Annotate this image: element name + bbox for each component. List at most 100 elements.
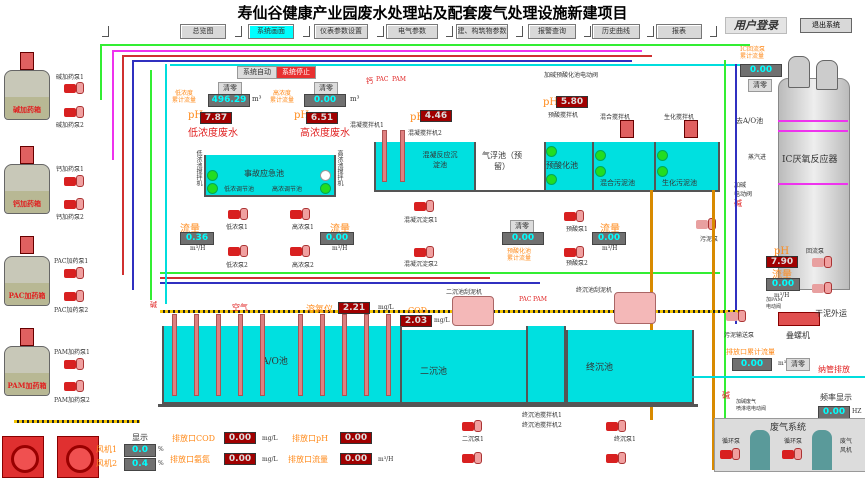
screw-press-label: 叠螺机 [786,331,810,340]
outlet-zero-button[interactable]: 清零 [786,358,810,371]
pump-icon[interactable] [64,358,84,370]
pump-icon[interactable] [64,380,84,392]
unit-label: % [158,446,164,453]
tank-icon: PAM加药箱 [4,346,50,396]
scrubber-tower-icon [750,430,770,470]
secondary-tank [400,330,528,404]
fan2-icon[interactable] [57,436,99,478]
pump-icon[interactable] [462,420,482,432]
pump-icon[interactable] [720,448,740,460]
display-label: 显示 [132,433,148,442]
coagulation-tank [374,142,478,192]
tab-alarm-query[interactable]: 报警查询 [528,24,576,39]
pump-label: 预酸泵1 [566,226,588,233]
pump-icon[interactable] [606,452,626,464]
unit-label: mg/L [378,304,394,311]
pump-icon[interactable] [64,175,84,187]
cod-label: COD [408,306,428,315]
pump-icon[interactable] [414,246,434,258]
level-high-indicator [595,150,606,161]
ic-baffle [778,183,848,185]
pump-icon[interactable] [64,267,84,279]
pam-valve-label: PAM [392,76,406,83]
pump-label: PAC加药泵2 [54,307,89,314]
pump-icon[interactable] [564,210,584,222]
scraper-motor-icon [452,296,494,326]
discharge-cod-value: 0.00 [224,432,256,444]
pump-icon[interactable] [726,310,746,322]
tab-history-curve[interactable]: 历史曲线 [592,24,640,39]
discharge-pipe [690,376,865,378]
ic-reflux-pipe [170,64,750,66]
unit-label: mg/L [262,456,278,463]
exit-system-button[interactable]: 退出系统 [800,18,852,33]
pump-icon[interactable] [812,256,832,268]
pump-icon[interactable] [64,82,84,94]
mixer-shaft-icon [382,130,387,182]
pump-icon[interactable] [64,198,84,210]
pump-icon[interactable] [228,208,248,220]
fan1-icon[interactable] [2,436,44,478]
level-low-indicator [320,183,331,194]
ph-label: pH [410,112,426,123]
steam-label: 蒸汽进 [748,154,767,161]
tab-overview[interactable]: 总览图 [180,24,226,39]
aerator-pipe-icon [194,314,199,396]
final-mixer2-label: 终沉池搅拌机2 [522,422,562,429]
alkali-valve-label: 加碱 电动阀 [734,182,753,198]
nav-divider [446,26,453,37]
ph-label: pH [543,97,559,108]
ic-zero-button[interactable]: 清零 [748,79,772,92]
tab-structure-params[interactable]: 建、构筑物参数 [456,24,508,39]
tab-report[interactable]: 报表 [656,24,702,39]
preacid-zero-button[interactable]: 清零 [510,220,534,233]
final-mixer-tank [526,326,566,404]
level-high-indicator [207,170,218,181]
flotation-tank [474,142,548,192]
separator-tank-icon [816,60,838,90]
pump-label: 循环泵 [722,438,741,445]
system-auto-button[interactable]: 系统自动 [237,66,277,79]
pump-icon[interactable] [606,420,626,432]
fan1-value: 0.0 [124,444,156,457]
preacid-ph-value: 5.80 [556,96,588,108]
aerator-pipe-icon [320,314,325,396]
pump-icon[interactable] [812,282,832,294]
pump-label: 低浓泵1 [226,224,248,231]
pac-lower-pipe [160,277,490,279]
scrubber-tower-icon [812,430,832,470]
pump-icon[interactable] [564,246,584,258]
tab-electrical-params[interactable]: 电气参数 [386,24,438,39]
equalization-tank [204,155,336,197]
mix-mixer-label: 混合搅拌机 [600,114,631,121]
user-login-button[interactable]: 用户登录 [725,17,787,34]
pump-icon[interactable] [782,448,802,460]
pump-label: 二沉泵1 [462,436,484,443]
alkali-down-pipe [150,70,152,300]
pac-valve-label: PAC [376,76,389,83]
pump-icon[interactable] [290,245,310,257]
gas-fan-label: 废气 风机 [840,438,853,454]
cod-value: 2.03 [400,315,432,327]
screw-press-icon[interactable] [778,312,820,326]
unit-label: mg/L [262,435,278,442]
pump-icon[interactable] [290,208,310,220]
pump-icon[interactable] [64,106,84,118]
nav-divider [235,26,242,37]
mixer-motor-icon [20,236,34,254]
aerator-pipe-icon [298,314,303,396]
tab-instrument-params[interactable]: 仪表参数设置 [314,24,368,39]
pump-icon[interactable] [228,245,248,257]
pump-icon[interactable] [462,452,482,464]
pump-label: 低浓泵2 [226,262,248,269]
level-low-indicator [595,166,606,177]
pump-icon[interactable] [64,290,84,302]
final-tank-label: 终沉池 [586,363,614,373]
low-conc-total-label: 低浓度 累计流量 [172,90,197,104]
pump-icon[interactable] [414,200,434,212]
pam-riser [132,60,134,290]
preacid-tank-label: 预酸化池 [546,161,578,170]
system-stop-button[interactable]: 系统停止 [276,66,316,79]
flow-label: 流量 [180,224,200,235]
tab-system-screen[interactable]: 系统画面 [248,24,294,39]
